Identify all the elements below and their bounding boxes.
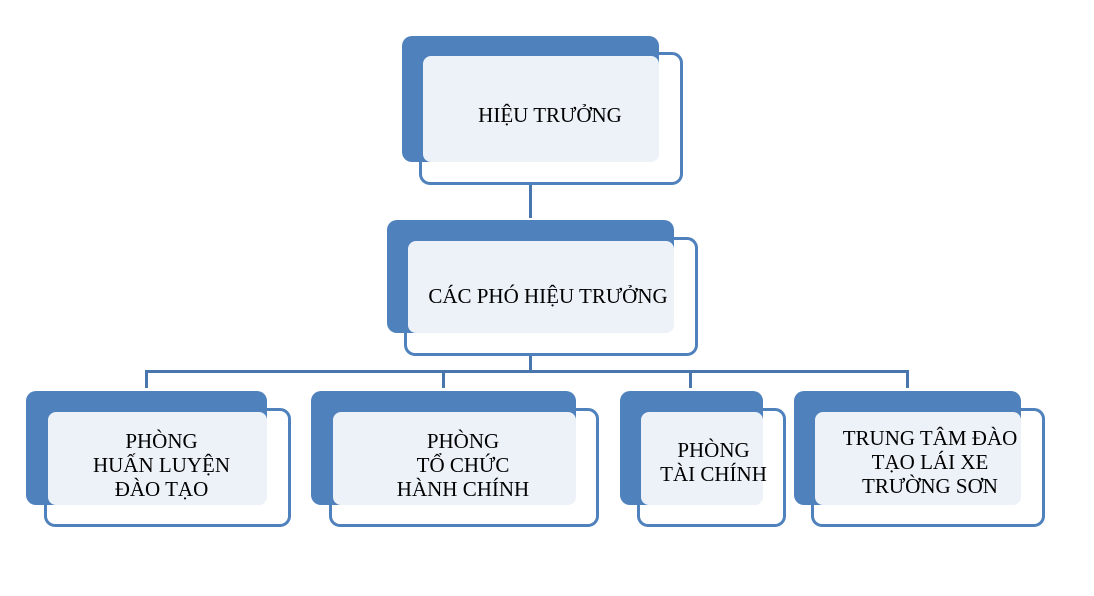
node-fill <box>815 412 1021 505</box>
connector <box>529 355 532 372</box>
connector <box>529 184 532 218</box>
node-fill <box>408 241 674 333</box>
node-label: HIỆU TRƯỞNG <box>478 102 622 127</box>
node-label: PHÒNG TÀI CHÍNH <box>660 437 767 486</box>
node-fill <box>48 412 267 505</box>
connector <box>442 370 445 388</box>
connector <box>906 370 909 388</box>
node-driving-training-center: TRUNG TÂM ĐÀO TẠO LÁI XE TRƯỜNG SƠN <box>811 408 1045 527</box>
node-fill <box>641 412 763 505</box>
node-fill <box>333 412 576 505</box>
node-fill <box>423 56 659 162</box>
node-training-department: PHÒNG HUẤN LUYỆN ĐÀO TẠO <box>44 408 291 527</box>
node-label: CÁC PHÓ HIỆU TRƯỞNG <box>428 283 668 308</box>
node-vice-principals: CÁC PHÓ HIỆU TRƯỞNG <box>404 237 698 356</box>
connector <box>145 370 148 388</box>
node-label: PHÒNG HUẤN LUYỆN ĐÀO TẠO <box>92 428 231 501</box>
node-label: TRUNG TÂM ĐÀO TẠO LÁI XE TRƯỜNG SƠN <box>842 425 1018 498</box>
node-finance-department: PHÒNG TÀI CHÍNH <box>637 408 786 527</box>
node-principal: HIỆU TRƯỞNG <box>419 52 683 185</box>
node-admin-department: PHÒNG TỔ CHỨC HÀNH CHÍNH <box>329 408 599 527</box>
connector <box>145 370 909 373</box>
node-label: PHÒNG TỔ CHỨC HÀNH CHÍNH <box>396 428 530 501</box>
connector <box>689 370 692 388</box>
